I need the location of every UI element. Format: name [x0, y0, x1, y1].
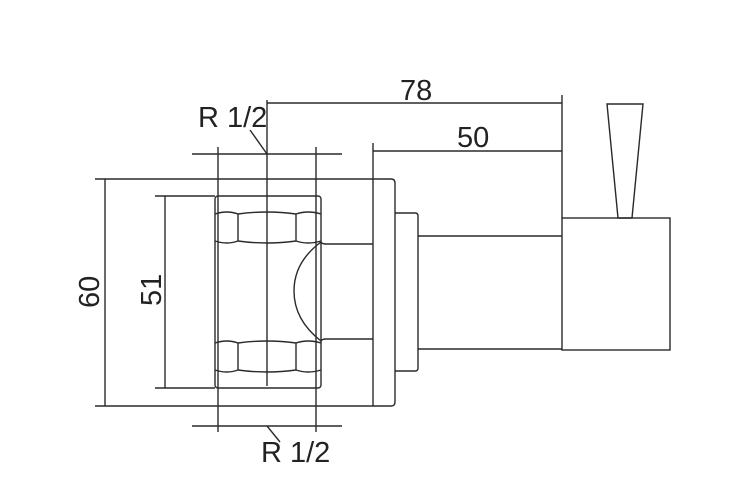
top-nut: [214, 211, 322, 244]
dim-60-label: 60: [74, 276, 106, 308]
branch-pipe: [293, 240, 373, 343]
handle-lever: [606, 103, 644, 219]
dim-51-label: 51: [136, 274, 168, 306]
outline: [95, 100, 671, 407]
dim-50-label: 50: [457, 122, 489, 154]
tee-body: [214, 195, 322, 389]
stem-pipe: [418, 235, 562, 350]
collar: [395, 212, 419, 372]
bottom-nut: [214, 340, 322, 373]
thread-top-label: R 1/2: [198, 102, 267, 134]
flange: [95, 178, 396, 407]
dimension-lines: [104, 95, 563, 443]
dim-78-label: 78: [400, 75, 432, 107]
handle-housing: [561, 217, 671, 351]
thread-bottom-label: R 1/2: [261, 437, 330, 469]
